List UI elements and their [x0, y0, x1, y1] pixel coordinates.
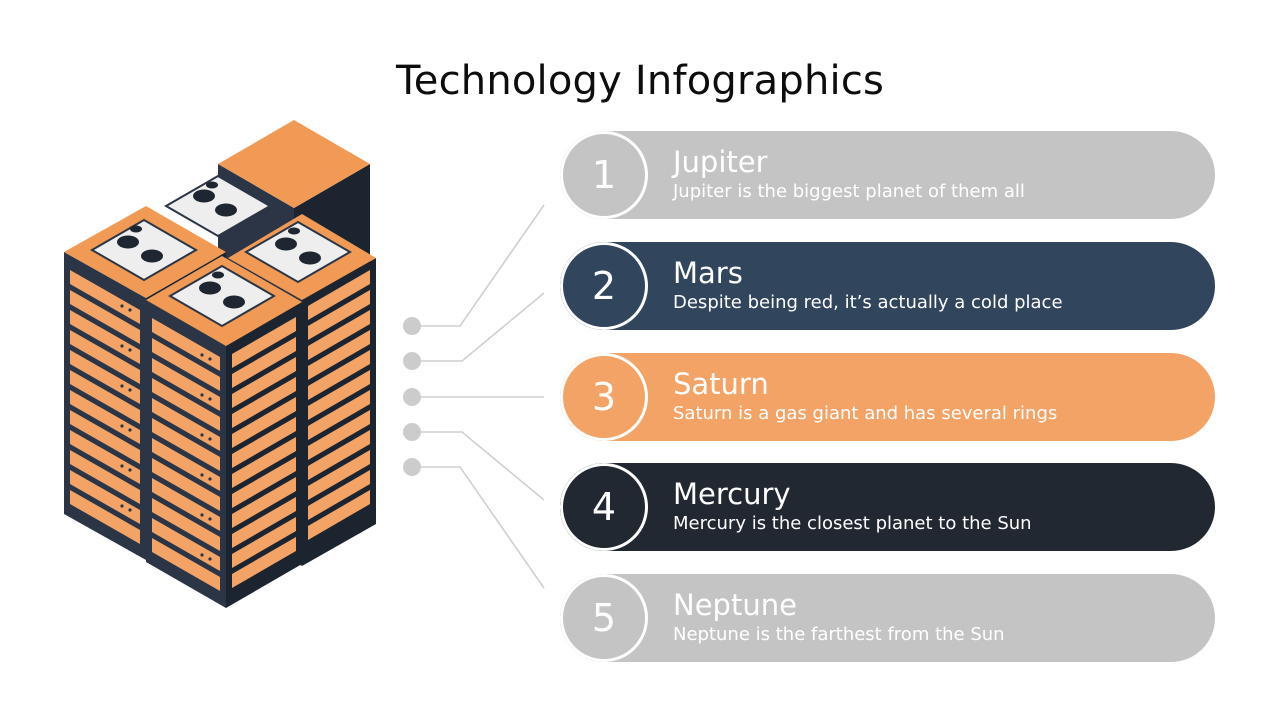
- server-rack-icon: [64, 120, 376, 608]
- item-description: Mercury is the closest planet to the Sun: [673, 513, 1032, 534]
- connector-dots: [403, 317, 421, 476]
- connector-dot-5: [403, 458, 421, 476]
- connector-line-4: [412, 431, 545, 501]
- item-title: Mars: [673, 256, 743, 290]
- item-number: 1: [560, 131, 648, 219]
- list-item-1: 1 Jupiter Jupiter is the biggest planet …: [560, 131, 1215, 219]
- item-number: 3: [560, 353, 648, 441]
- connector-dot-2: [403, 352, 421, 370]
- fan-panel-front: [167, 264, 277, 328]
- fan-panel-left: [89, 218, 199, 282]
- connectors: [412, 204, 545, 589]
- item-number: 4: [560, 463, 648, 551]
- item-title: Mercury: [673, 477, 791, 511]
- rack-front: [146, 256, 302, 608]
- item-description: Jupiter is the biggest planet of them al…: [673, 181, 1025, 202]
- connector-line-1: [412, 204, 545, 327]
- list-item-4: 4 Mercury Mercury is the closest planet …: [560, 463, 1215, 551]
- item-description: Neptune is the farthest from the Sun: [673, 624, 1005, 645]
- list-item-3: 3 Saturn Saturn is a gas giant and has s…: [560, 353, 1215, 441]
- connector-line-5: [412, 466, 545, 589]
- item-description: Saturn is a gas giant and has several ri…: [673, 403, 1058, 424]
- page-title: Technology Infographics: [395, 58, 885, 104]
- connector-dot-3: [403, 388, 421, 406]
- list-item-2: 2 Mars Despite being red, it’s actually …: [560, 242, 1215, 330]
- connector-dot-4: [403, 423, 421, 441]
- item-number: 5: [560, 574, 648, 662]
- item-title: Saturn: [673, 367, 769, 401]
- fan-panel-back: [163, 174, 273, 238]
- connector-dot-1: [403, 317, 421, 335]
- fan-panel-right: [243, 220, 353, 284]
- item-title: Jupiter: [673, 145, 768, 179]
- connector-line-2: [412, 292, 545, 362]
- item-number: 2: [560, 242, 648, 330]
- item-description: Despite being red, it’s actually a cold …: [673, 292, 1063, 313]
- item-title: Neptune: [673, 588, 797, 622]
- list-item-5: 5 Neptune Neptune is the farthest from t…: [560, 574, 1215, 662]
- fan-panels: [89, 174, 353, 328]
